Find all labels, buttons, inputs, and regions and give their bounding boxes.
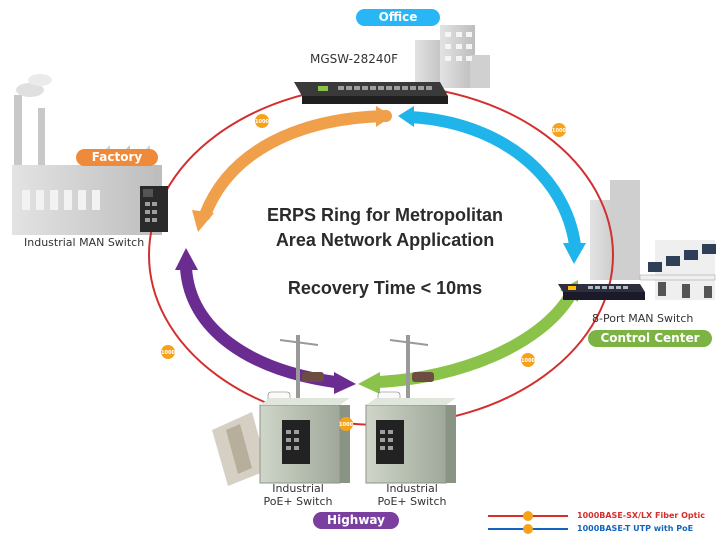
legend-lines [488, 511, 568, 534]
recovery-time-text: Recovery Time < 10ms [287, 278, 483, 298]
poe-right-line1: Industrial [386, 482, 438, 495]
poe-right-line2: PoE+ Switch [377, 495, 447, 508]
highway-poles-icon [279, 335, 429, 415]
factory-label: Factory [76, 149, 158, 166]
link-badge: 1000 [161, 345, 175, 359]
cabinet-left-icon [259, 398, 350, 484]
legend-fiber-label: 1000BASE-SX/LX Fiber Optic [577, 511, 705, 520]
svg-text:1000: 1000 [552, 128, 566, 134]
link-badge: 1000 [521, 353, 535, 367]
link-badge: 1000 [552, 123, 566, 137]
office-building-icon [415, 25, 490, 88]
road-icon [212, 412, 268, 486]
control-center-building-icon [590, 180, 716, 300]
svg-text:1000: 1000 [255, 119, 269, 125]
legend-utp-label: 1000BASE-T UTP with PoE [577, 524, 694, 533]
poe-switch-right-label: Industrial PoE+ Switch [364, 482, 460, 508]
poe-left-line1: Industrial [272, 482, 324, 495]
industrial-man-switch-label: Industrial MAN Switch [24, 236, 145, 249]
link-badge: 1000 [339, 417, 353, 431]
core-switch-label: MGSW-28240F [310, 52, 399, 66]
diagram-title: ERPS Ring for Metropolitan Area Network … [225, 203, 545, 253]
highway-label: Highway [313, 512, 399, 529]
eight-port-switch-icon [558, 284, 645, 300]
core-switch-icon [294, 82, 448, 104]
cabinet-right-icon [365, 398, 456, 484]
svg-text:1000: 1000 [339, 422, 353, 428]
title-line2: Area Network Application [275, 230, 495, 250]
link-badges: 1000 1000 1000 1000 1000 1000 [161, 114, 566, 431]
title-line1: ERPS Ring for Metropolitan [267, 205, 503, 225]
poe-switch-left-label: Industrial PoE+ Switch [250, 482, 346, 508]
svg-text:1000: 1000 [161, 350, 175, 356]
link-badge: 1000 [255, 114, 269, 128]
fiber-ring [148, 84, 614, 426]
poe-left-line2: PoE+ Switch [263, 495, 333, 508]
svg-text:1000: 1000 [521, 358, 535, 364]
office-label: Office [356, 9, 440, 26]
industrial-man-switch-icon [140, 186, 168, 232]
control-center-label: Control Center [588, 330, 712, 347]
eight-port-switch-label: 8-Port MAN Switch [592, 312, 694, 325]
